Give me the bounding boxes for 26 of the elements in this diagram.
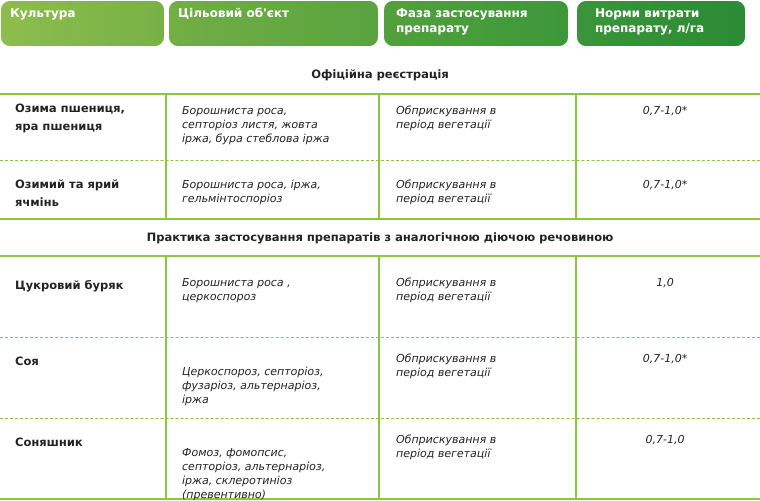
dosage-rate: 0,7-1,0*: [642, 352, 688, 366]
crop-name: Соняшник: [15, 434, 84, 451]
column-header: Цільовий об'єкт: [169, 1, 378, 46]
crop-name: Цукровий буряк: [15, 277, 124, 294]
application-phase: Обприскування в період вегетації: [396, 104, 498, 132]
dosage-rate: 0,7-1,0*: [642, 104, 688, 118]
target-disease: Церкоспороз, септоріоз, фузаріоз, альтернаріоз, іржа: [182, 365, 324, 407]
application-phase: Обприскування в період вегетації: [396, 276, 498, 304]
column-header: Культура: [1, 1, 164, 46]
crop-name: Соя: [15, 353, 40, 370]
target-disease: Борошниста роса, іржа, гельмінтоспоріоз: [182, 178, 322, 206]
target-disease: Борошниста роса, септоріоз листя, жовта іржа, бура стеблова іржа: [182, 104, 330, 146]
column-header: Норми витрати препарату, л/га: [577, 1, 745, 46]
column-header: Фаза застосування препарату: [384, 1, 568, 46]
application-phase: Обприскування в період вегетації: [396, 352, 498, 380]
target-disease: Борошниста роса , церкоспороз: [182, 276, 292, 304]
application-phase: Обприскування в період вегетації: [396, 178, 498, 206]
target-disease: Фомоз, фомопсис, септоріоз, альтернаріоз, іржа, склеротиніоз (превентивно): [182, 446, 326, 501]
application-phase: Обприскування в період вегетації: [396, 433, 498, 461]
section-heading: Офіційна реєстрація: [310, 67, 450, 81]
dosage-rate: 0,7-1,0: [644, 433, 686, 447]
section-heading: Практика застосування препаратів з аналогічною діючою речовиною: [146, 230, 614, 244]
dosage-rate: 1,0: [655, 276, 675, 290]
crop-name: Озима пшениця, яра пшениця: [15, 100, 126, 135]
dosage-rate: 0,7-1,0*: [642, 178, 688, 192]
crop-name: Озимий та ярий ячмінь: [15, 176, 120, 211]
